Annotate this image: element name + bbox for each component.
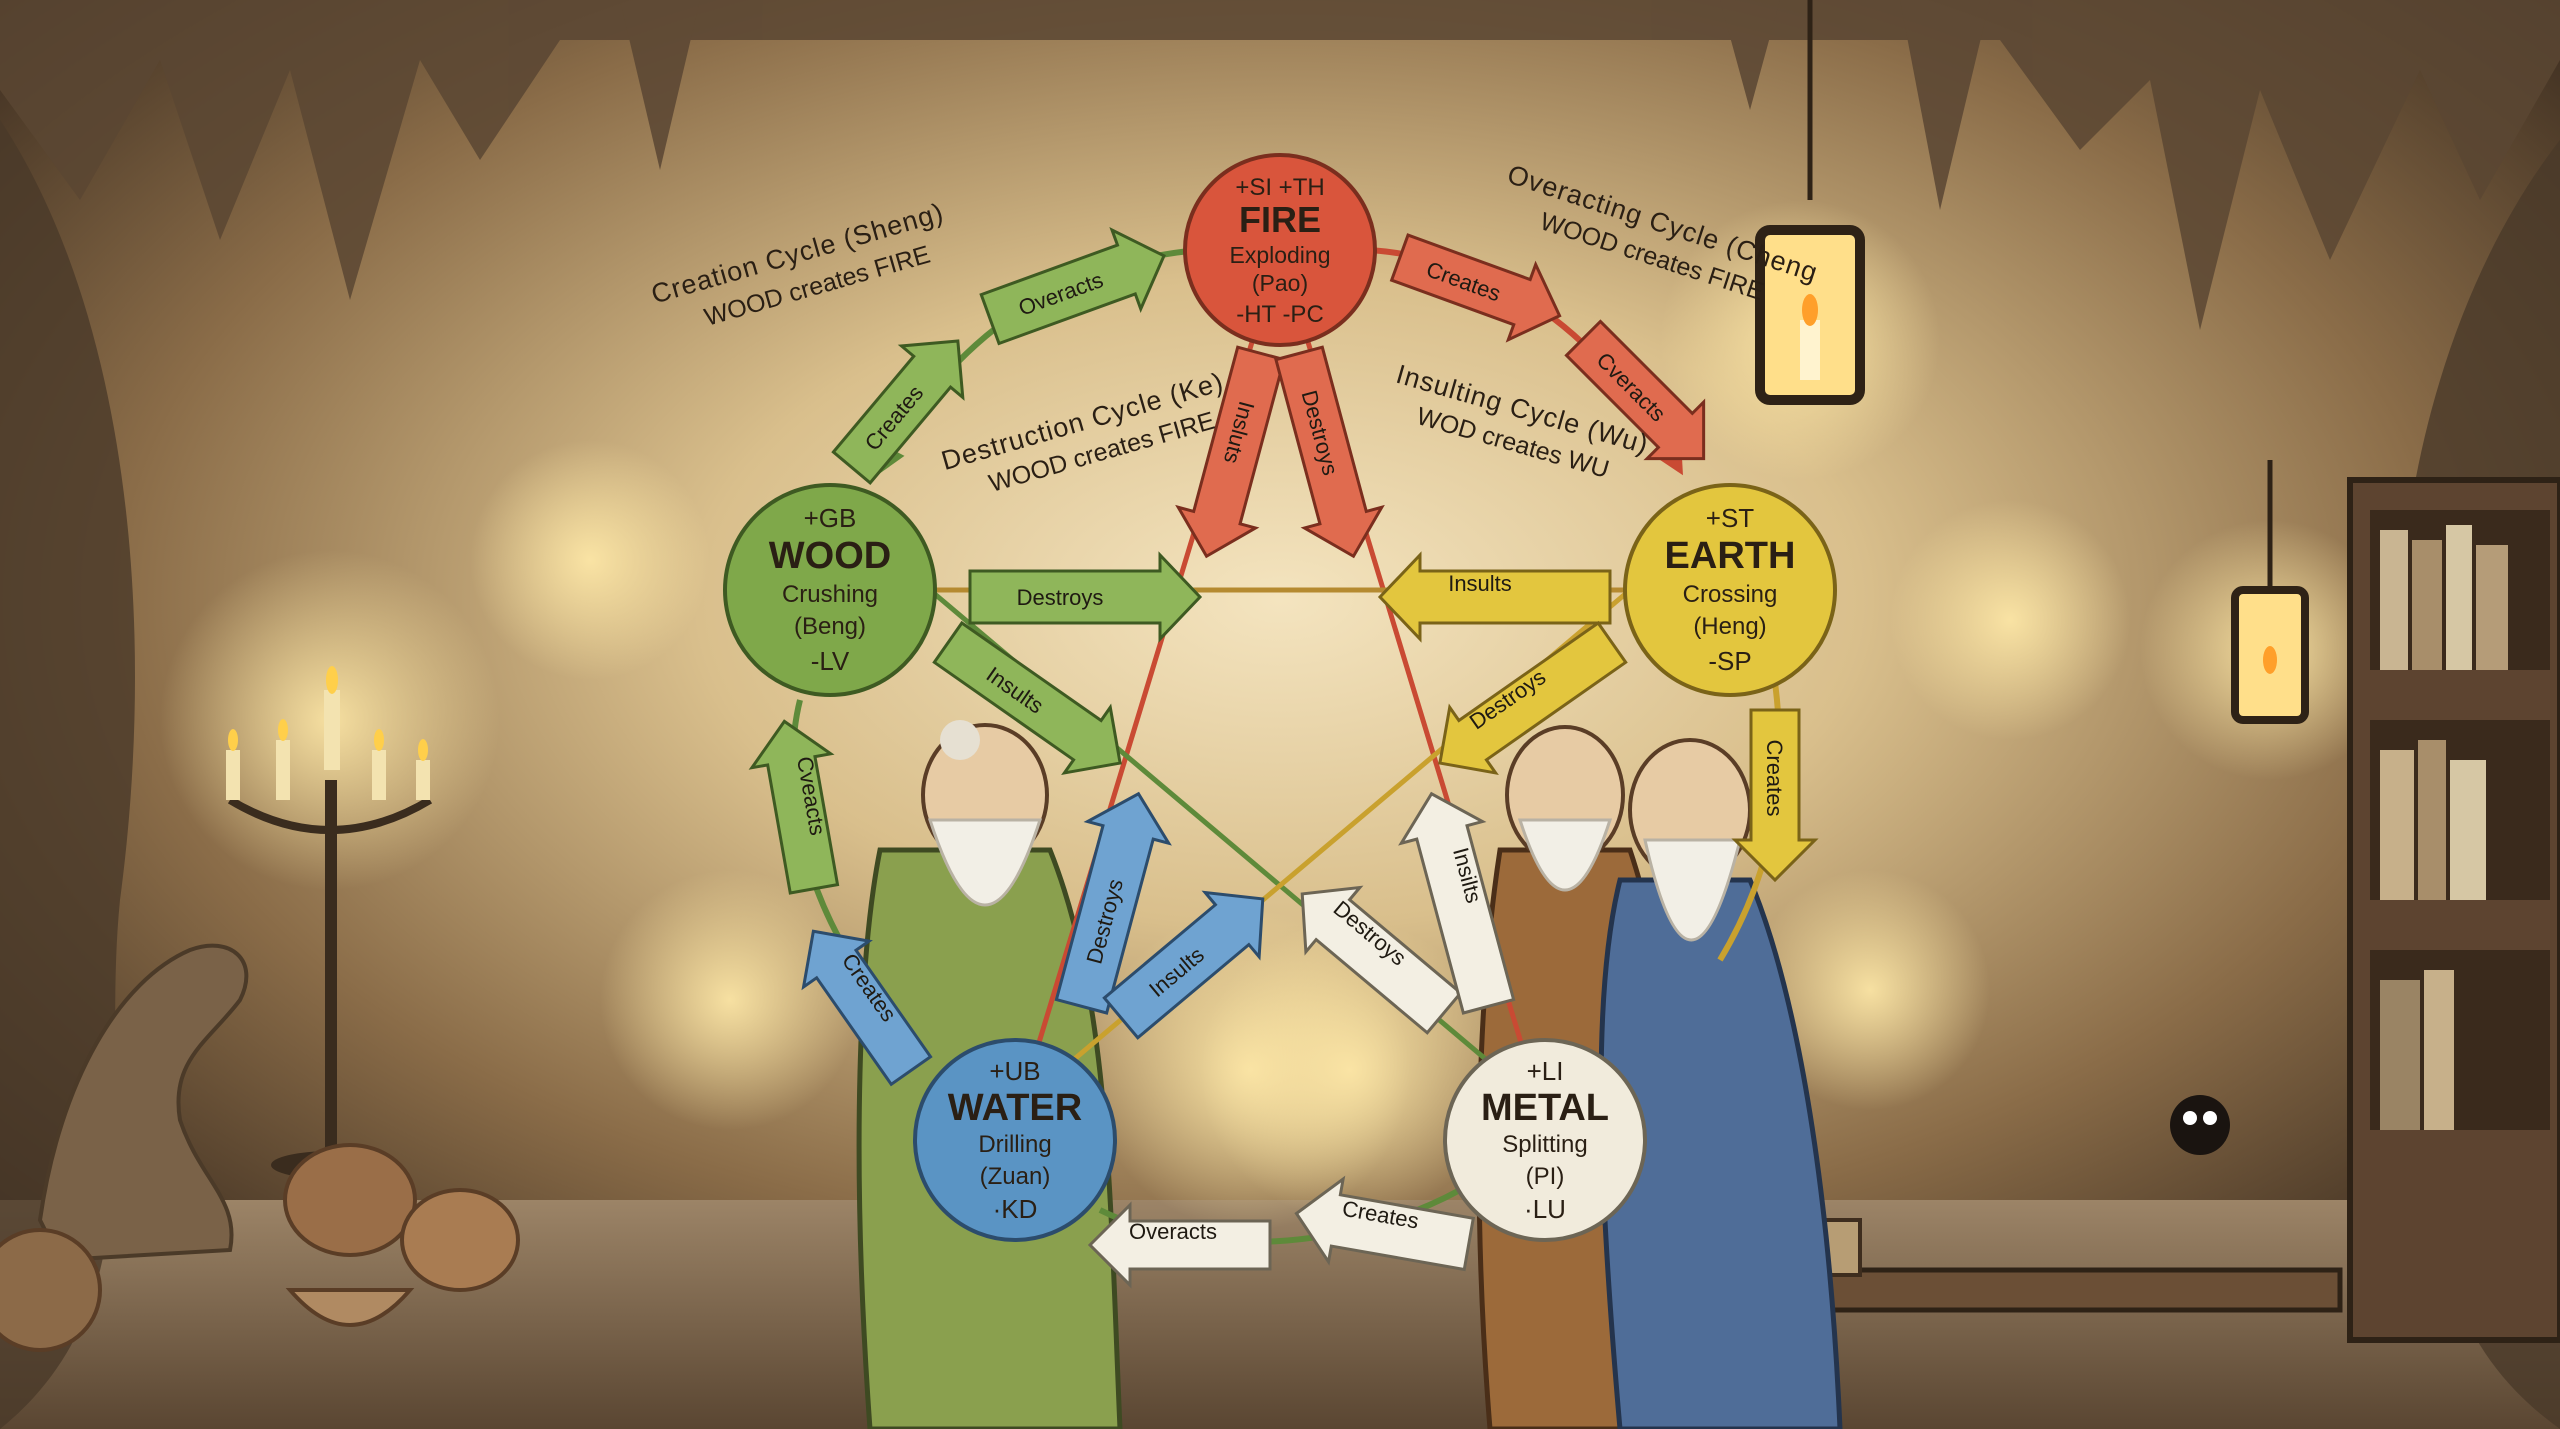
arrow-labels: Overacts Creates Creates Cveracts Create… [748,227,1819,1289]
wood-movement: Crushing [782,581,878,608]
sage-blue-robe [1598,738,1843,1429]
arrow-fire-earth-creates: Creates [1389,233,1562,343]
arrow-label: Insults [1448,571,1512,596]
arrow-water-fire-destroys: Destroys [1054,791,1172,1015]
earth-movement: Crossing [1683,581,1778,608]
node-metal: +LI METAL Splitting (PI) ·LU [1443,1038,1647,1242]
metal-name: METAL [1481,1087,1609,1129]
arrow-earth-water-destroys: Destroys [1438,620,1628,776]
arrow-label: Destroys [1017,585,1104,610]
arrow-fire-water-insults: Insluts [1175,345,1286,559]
earth-bottom-meridians: -SP [1708,646,1751,676]
arrow-wood-earth-destroys: Destroys [968,551,1203,643]
soot-sprite-2 [2170,1095,2230,1155]
arrow-metal-water-overacts: Overacts [1087,1201,1272,1289]
earth-top-meridians: +ST [1706,503,1755,533]
fire-chinese: (Pao) [1252,270,1308,296]
metal-bottom-meridians: ·LU [1524,1194,1566,1224]
water-movement: Drilling [978,1131,1051,1158]
wood-top-meridians: +GB [804,503,857,533]
water-name: WATER [948,1087,1082,1129]
fire-bottom-meridians: -HT -PC [1236,301,1324,328]
stalactites [0,0,2560,330]
node-fire: +SI +TH FIRE Exploding (Pao) -HT -PC [1183,153,1377,347]
wood-name: WOOD [769,535,891,577]
fire-movement: Exploding [1229,242,1330,268]
arrow-metal-water-creates: Creates [1294,1175,1476,1272]
arrow-earth-wood-insults: Insults [1377,551,1612,643]
water-chinese: (Zuan) [980,1163,1051,1190]
metal-movement: Splitting [1502,1131,1587,1158]
water-top-meridians: +UB [989,1056,1040,1086]
fire-circle [1183,153,1377,347]
fire-top-meridians: +SI +TH [1235,174,1324,201]
arrow-fire-earth-overacts: Cveracts [1564,319,1706,461]
earth-chinese: (Heng) [1693,613,1766,640]
arrow-earth-metal-creates: Creates [1731,708,1819,883]
water-circle [913,1038,1117,1242]
node-wood: +GB WOOD Crushing (Beng) -LV [723,483,937,697]
dragon-statue [37,943,249,1263]
pottery [0,1143,520,1352]
fire-name: FIRE [1239,199,1321,240]
metal-circle [1443,1038,1647,1242]
metal-top-meridians: +LI [1527,1056,1564,1086]
wood-chinese: (Beng) [794,613,866,640]
arrow-water-wood-overacts: Cveacts [748,719,840,895]
wood-circle [723,483,937,697]
lantern-right [2231,460,2309,724]
wood-bottom-meridians: -LV [811,646,850,676]
arrow-label: Creates [1762,739,1787,816]
earth-name: EARTH [1665,535,1796,577]
water-bottom-meridians: ·KD [993,1194,1038,1224]
bookshelf [2347,477,2560,1343]
earth-circle [1623,483,1837,697]
node-earth: +ST EARTH Crossing (Heng) -SP [1623,483,1837,697]
lantern-top-right [1755,0,1865,405]
node-water: +UB WATER Drilling (Zuan) ·KD [913,1038,1117,1242]
arrow-label: Overacts [1129,1219,1217,1244]
metal-chinese: (PI) [1526,1163,1565,1190]
candle-glows [160,200,2400,1230]
arrow-fire-metal-destroys: Destroys [1274,345,1385,559]
